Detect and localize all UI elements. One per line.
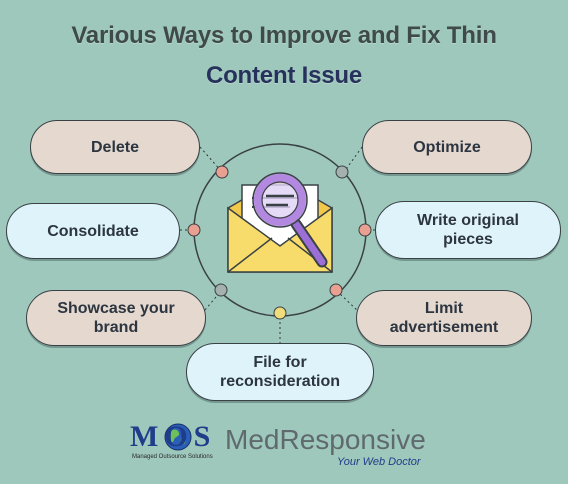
title-line-2: Content Issue [205,62,363,89]
footer-logo: MOS Managed Outsource Solutions MedRespo… [130,418,440,478]
node-dot-showcase [214,283,228,297]
item-showcase-your-brand: Showcase your brand [26,290,206,346]
title-line-1: Various Ways to Improve and Fix Thin [71,22,497,49]
node-dot-consolidate [187,223,201,237]
item-label: Consolidate [47,222,139,240]
item-label: Showcase your brand [57,300,175,336]
node-dot-write [358,223,372,237]
item-label: Write original pieces [417,212,519,248]
globe-icon [164,423,192,451]
item-label: Limit advertisement [389,300,499,336]
envelope-magnifier-icon [227,172,333,273]
brand-name: MedResponsive [225,424,426,455]
item-delete: Delete [30,120,200,174]
mos-logo-subtitle: Managed Outsource Solutions [132,454,213,460]
item-label: File for reconsideration [219,354,341,390]
item-label: Delete [90,138,140,156]
brand-tagline: Your Web Doctor [337,456,421,468]
item-limit-advertisement: Limit advertisement [356,290,532,346]
node-dot-optimize [335,165,349,179]
item-write-original-pieces: Write original pieces [375,201,561,259]
node-dot-delete [215,165,229,179]
item-optimize: Optimize [362,120,532,174]
node-dot-file [273,306,287,320]
item-consolidate: Consolidate [6,203,180,259]
item-file-for-reconsideration: File for reconsideration [186,343,374,401]
node-dot-limit [329,283,343,297]
mos-logo-mark: MOS [130,420,217,453]
item-label: Optimize [413,138,481,156]
